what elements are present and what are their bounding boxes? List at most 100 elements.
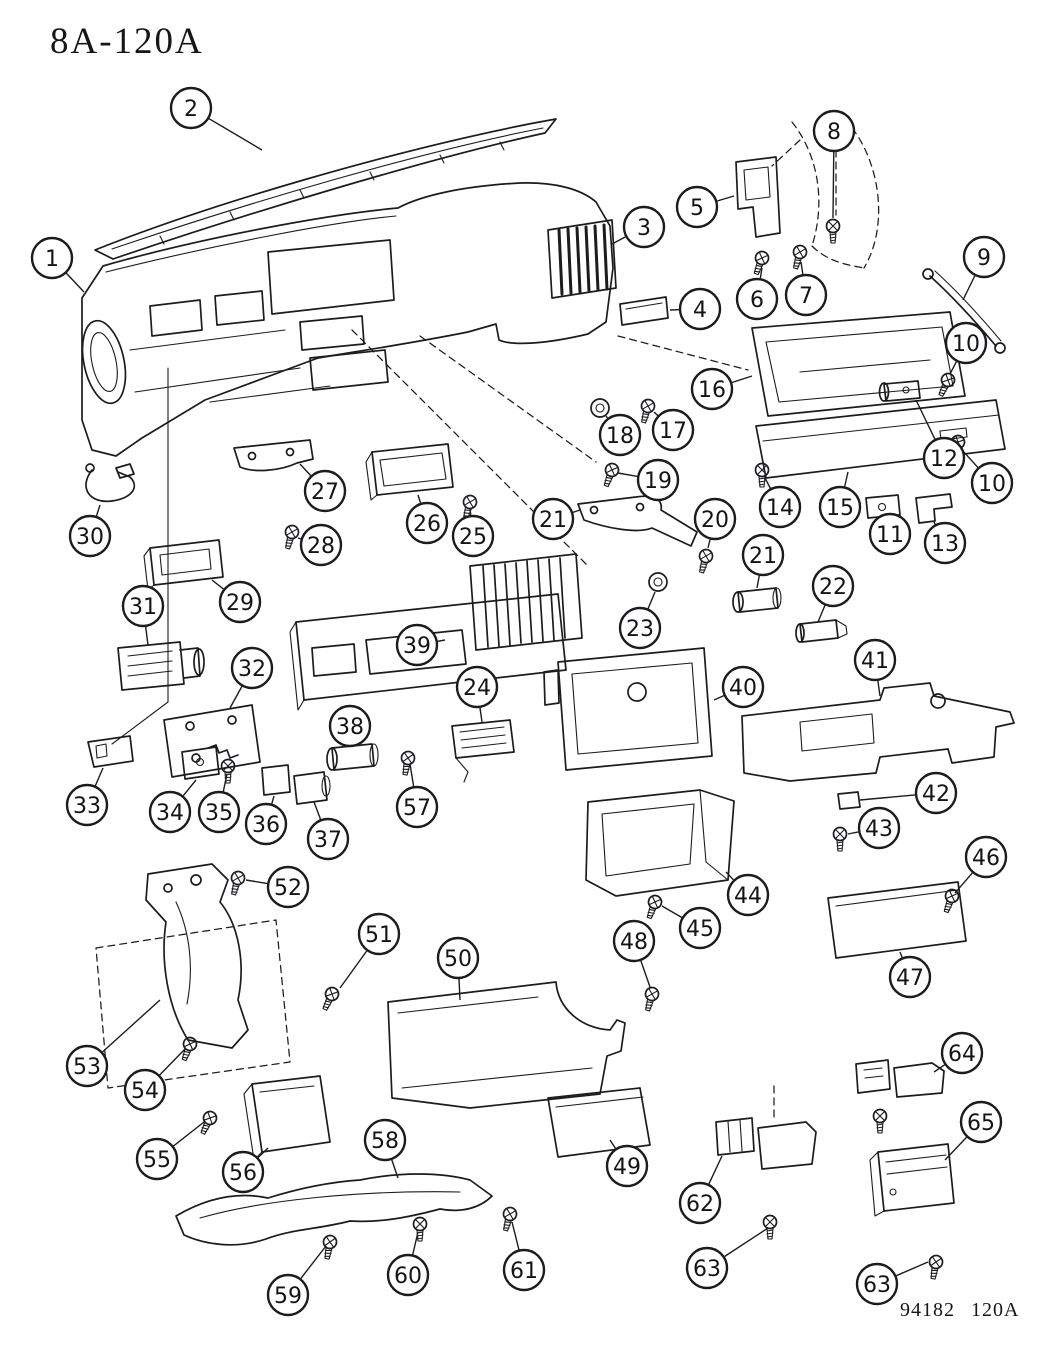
callout-1[interactable]: 1 [30,236,85,293]
callout-47[interactable]: 47 [888,951,932,999]
callout-29[interactable]: 29 [211,579,262,624]
callout-60[interactable]: 60 [386,1231,430,1297]
callout-20[interactable]: 20 [693,497,737,549]
callout-49[interactable]: 49 [605,1139,649,1188]
callout-61[interactable]: 61 [502,1221,546,1292]
callout-33[interactable]: 33 [65,767,109,827]
callout-59[interactable]: 59 [266,1245,327,1317]
callout-number: 10 [952,332,980,357]
callout-11[interactable]: 11 [868,512,912,556]
callout-21[interactable]: 21 [531,497,581,541]
callout-number: 64 [948,1042,976,1067]
callout-6[interactable]: 6 [735,267,779,321]
callout-circle [148,790,192,834]
callout-24[interactable]: 24 [455,665,499,723]
callout-circle [30,236,74,280]
callout-53[interactable]: 53 [65,999,161,1088]
callout-circle [726,873,770,917]
screw-icon [284,524,300,550]
part-top-pad [94,118,557,260]
callout-12[interactable]: 12 [915,399,966,480]
callout-18[interactable]: 18 [598,413,642,457]
callout-55[interactable]: 55 [135,1121,205,1181]
callout-44[interactable]: 44 [725,871,770,917]
callout-9[interactable]: 9 [962,235,1006,301]
callout-13[interactable]: 13 [923,521,967,565]
callout-46[interactable]: 46 [954,835,1008,894]
callout-35[interactable]: 35 [197,773,241,834]
callout-51[interactable]: 51 [339,912,401,989]
callout-50[interactable]: 50 [436,936,480,1001]
callout-17[interactable]: 17 [651,408,695,452]
callout-leader-line [300,1245,327,1279]
callout-37[interactable]: 37 [306,801,350,861]
callout-4[interactable]: 4 [669,287,722,331]
part-plate-24 [451,719,515,783]
part-clip-42 [837,791,861,810]
callout-56[interactable]: 56 [221,1147,269,1194]
callout-26[interactable]: 26 [405,494,449,545]
callout-2[interactable]: 2 [169,86,263,151]
screw-icon [832,826,848,852]
callout-63[interactable]: 63 [855,1261,929,1306]
callout-7[interactable]: 7 [784,261,828,317]
callout-3[interactable]: 3 [611,205,666,249]
callout-circle [735,277,779,321]
callout-64[interactable]: 64 [933,1031,984,1075]
callout-8[interactable]: 8 [812,109,856,219]
callout-leader-line [962,275,976,301]
callout-41[interactable]: 41 [853,638,897,697]
callout-14[interactable]: 14 [758,477,802,529]
callout-30[interactable]: 30 [68,504,112,558]
callout-number: 44 [734,884,762,909]
callout-10[interactable]: 10 [961,449,1014,505]
callout-63[interactable]: 63 [685,1227,769,1290]
part-bracket-5 [735,156,781,238]
screw-icon [753,250,770,276]
callout-23[interactable]: 23 [618,591,662,650]
callout-circle [395,623,439,667]
callout-21[interactable]: 21 [741,533,785,589]
callout-36[interactable]: 36 [244,795,288,846]
callout-leader-line [617,472,638,478]
callout-58[interactable]: 58 [363,1118,407,1179]
callout-45[interactable]: 45 [661,905,722,950]
callout-32[interactable]: 32 [229,646,274,709]
callout-leader-line [469,507,472,516]
screw-icon [825,218,841,244]
callout-10[interactable]: 10 [944,321,988,375]
callout-54[interactable]: 54 [123,1047,187,1112]
callout-39[interactable]: 39 [395,623,446,667]
callout-25[interactable]: 25 [451,507,495,558]
callout-leader-line [800,261,804,275]
callout-leader-line [313,801,322,820]
callout-22[interactable]: 22 [811,564,855,623]
callout-43[interactable]: 43 [847,806,901,850]
callout-16[interactable]: 16 [690,367,753,411]
callout-57[interactable]: 57 [395,763,439,829]
callout-40[interactable]: 40 [713,665,765,709]
callout-19[interactable]: 19 [617,458,680,502]
callout-15[interactable]: 15 [818,471,862,529]
callout-52[interactable]: 52 [245,865,310,909]
screw-icon [322,1234,338,1260]
callout-42[interactable]: 42 [859,771,958,815]
callout-circle [622,205,666,249]
callout-leader-line [339,950,368,989]
callout-number: 5 [690,196,704,221]
callout-65[interactable]: 65 [944,1100,1003,1161]
callout-28[interactable]: 28 [297,523,343,567]
callout-31[interactable]: 31 [121,584,165,646]
callout-62[interactable]: 62 [678,1155,723,1225]
part-ashtray-26 [365,443,454,501]
callout-number: 1 [45,247,59,272]
callout-34[interactable]: 34 [148,779,197,834]
callout-number: 57 [403,796,431,821]
callout-38[interactable]: 38 [328,704,372,748]
callout-leader-line [173,1121,205,1147]
callout-5[interactable]: 5 [675,185,735,229]
callout-48[interactable]: 48 [612,919,656,988]
callout-27[interactable]: 27 [299,463,347,513]
callout-circle [197,790,241,834]
callout-number: 31 [129,595,157,620]
